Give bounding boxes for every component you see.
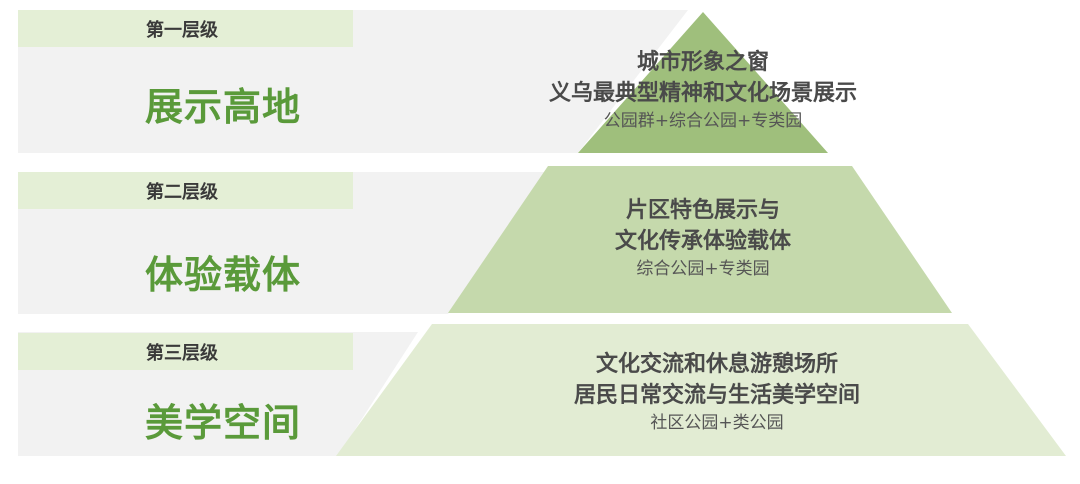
tier3-sub: 社区公园+类公园	[650, 413, 784, 433]
tier2-level-tag: 第二层级	[18, 172, 353, 209]
tier2-line2: 文化传承体验载体	[614, 229, 791, 254]
pyramid-bottom-layer	[336, 324, 1066, 456]
tier3-title: 美学空间	[144, 401, 301, 445]
tier1-level-tag: 第一层级	[18, 10, 353, 47]
tier1-sub: 公园群+综合公园+专类园	[603, 111, 803, 131]
tier2-sub: 综合公园+专类园	[636, 259, 770, 279]
pyramid-middle-layer	[448, 166, 952, 313]
tier2-line1: 片区特色展示与	[625, 198, 780, 223]
tier1-line2: 义乌最典型精神和文化场景展示	[548, 81, 857, 106]
tier1-line1: 城市形象之窗	[636, 50, 769, 75]
tier1-description: 城市形象之窗 义乌最典型精神和文化场景展示 公园群+综合公园+专类园	[503, 47, 903, 133]
tier3-level-tag: 第三层级	[18, 333, 353, 370]
pyramid-top-layer	[578, 12, 828, 153]
tier3-description: 文化交流和休息游憩场所 居民日常交流与生活美学空间 社区公园+类公园	[517, 349, 917, 435]
tier2-title: 体验载体	[144, 253, 301, 297]
tier3-line2: 居民日常交流与生活美学空间	[573, 383, 860, 408]
tier2-description: 片区特色展示与 文化传承体验载体 综合公园+专类园	[503, 195, 903, 281]
tier1-title: 展示高地	[144, 85, 301, 129]
tier3-line1: 文化交流和休息游憩场所	[595, 352, 838, 377]
